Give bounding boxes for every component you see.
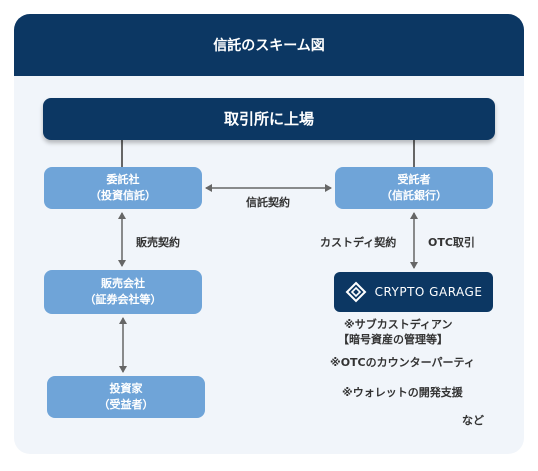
crypto-garage-text: CRYPTO GARAGE [374,285,483,299]
trustor-name: 委託社 [106,173,140,186]
crypto-garage-box: CRYPTO GARAGE [334,272,493,312]
note-wallet-support: ※ウォレットの開発支援 [342,386,463,399]
sales-contract-label: 販売契約 [136,236,180,249]
otc-trade-label: OTC取引 [428,236,475,249]
investor-name: 投資家 [109,382,143,395]
custody-contract-label: カストディ契約 [320,236,397,249]
seller-sub: （証券会社等） [84,293,162,306]
note-subcustodian: ※サブカストディアン [344,318,453,331]
trustee-sub: （信託銀行） [381,189,447,202]
trustee-box: 受託者 （信託銀行） [335,167,493,209]
exchange-listing-label: 取引所に上場 [223,110,314,128]
crypto-garage-diamond-logo-icon [345,281,366,303]
investor-sub: （受益者） [98,398,154,411]
note-asset-management: 【暗号資産の管理等】 [338,333,448,346]
investor-box: 投資家 （受益者） [47,376,205,418]
page-title: 信託のスキーム図 [14,14,524,76]
trust-contract-label: 信託契約 [246,196,290,209]
note-otc-counterparty: ※OTCのカウンターパーティ [330,356,475,369]
trustee-name: 受託者 [397,173,431,186]
seller-box: 販売会社 （証券会社等） [44,270,202,314]
trustor-box: 委託社 （投資信託） [44,167,202,209]
trustor-sub: （投資信託） [90,189,156,202]
note-etc: など [462,414,484,427]
seller-name: 販売会社 [101,277,145,290]
exchange-listing-box: 取引所に上場 [43,98,495,140]
